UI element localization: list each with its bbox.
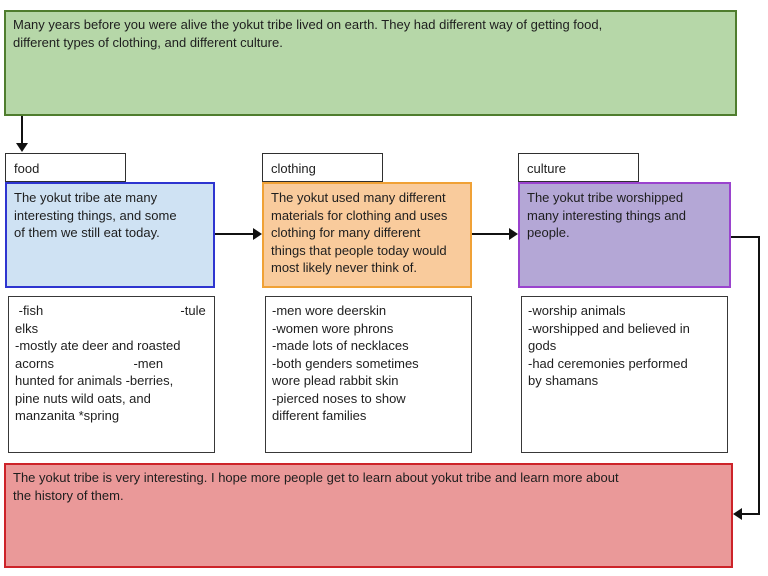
connector-line [472, 233, 510, 235]
connector-line [731, 236, 760, 238]
arrowhead-left-icon [733, 508, 742, 520]
food-summary-node[interactable]: The yokut tribe ate many interesting thi… [5, 182, 215, 288]
tab-culture-label: culture [527, 161, 567, 176]
arrowhead-right-icon [253, 228, 262, 240]
connector-line [21, 116, 23, 144]
conclusion-node[interactable]: The yokut tribe is very interesting. I h… [4, 463, 733, 568]
intro-text: Many years before you were alive the yok… [13, 17, 603, 50]
clothing-summary-node[interactable]: The yokut used many different materials … [262, 182, 472, 288]
food-details-node[interactable]: -fish -tule elks -mostly ate deer and ro… [8, 296, 215, 453]
connector-line [215, 233, 255, 235]
culture-summary-text: The yokut tribe worshipped many interest… [527, 190, 686, 240]
food-summary-text: The yokut tribe ate many interesting thi… [14, 190, 177, 240]
tab-food-label: food [14, 161, 40, 176]
conclusion-text: The yokut tribe is very interesting. I h… [13, 470, 619, 503]
food-details-text: -fish -tule elks -mostly ate deer and ro… [15, 303, 206, 423]
culture-summary-node[interactable]: The yokut tribe worshipped many interest… [518, 182, 731, 288]
clothing-summary-text: The yokut used many different materials … [271, 190, 448, 275]
clothing-details-node[interactable]: -men wore deerskin -women wore phrons -m… [265, 296, 472, 453]
connector-line [741, 513, 758, 515]
intro-node[interactable]: Many years before you were alive the yok… [4, 10, 737, 116]
arrowhead-right-icon [509, 228, 518, 240]
tab-clothing-label: clothing [271, 161, 316, 176]
arrowhead-down-icon [16, 143, 28, 152]
culture-details-text: -worship animals -worshipped and believe… [528, 303, 690, 388]
tab-clothing[interactable]: clothing [262, 153, 383, 182]
clothing-details-text: -men wore deerskin -women wore phrons -m… [272, 303, 419, 423]
tab-culture[interactable]: culture [518, 153, 639, 182]
culture-details-node[interactable]: -worship animals -worshipped and believe… [521, 296, 728, 453]
tab-food[interactable]: food [5, 153, 126, 182]
connector-line [758, 236, 760, 515]
